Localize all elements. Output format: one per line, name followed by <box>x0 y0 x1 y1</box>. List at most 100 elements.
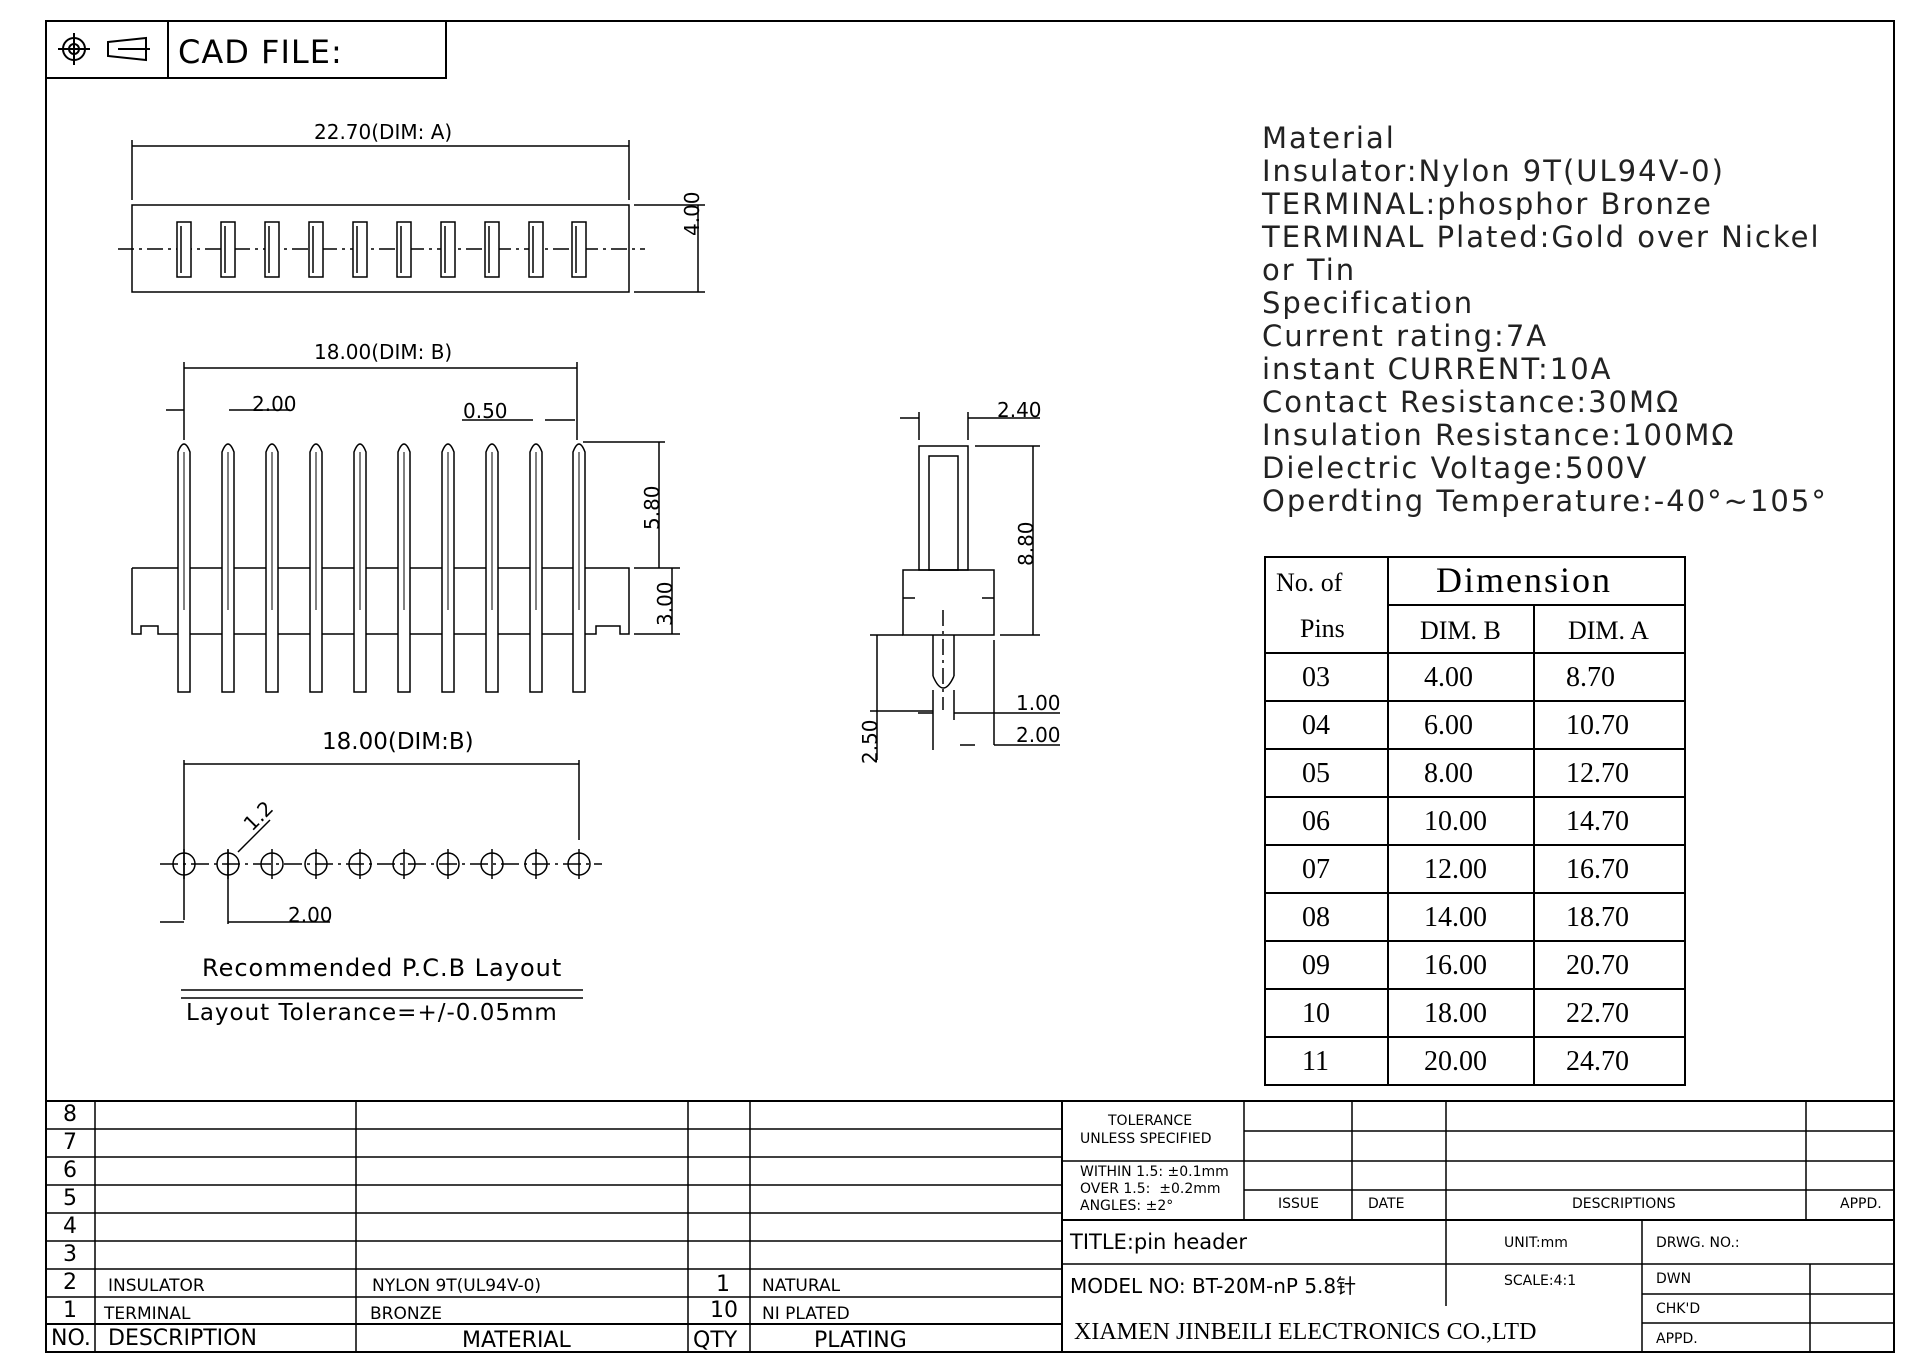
table-cell-dim-a: 20.70 <box>1566 950 1629 981</box>
table-cell-dim-b: 4.00 <box>1424 662 1473 693</box>
pcb-dim-b-label: 18.00(DIM:B) <box>322 729 474 755</box>
top-view-pins <box>176 221 587 278</box>
top-view-pin <box>396 221 412 278</box>
bom-material: BRONZE <box>370 1304 442 1324</box>
note-line: Insulator:Nylon 9T(UL94V-0) <box>1262 154 1725 188</box>
side-height-label: 8.80 <box>1014 521 1038 566</box>
bom-row-number: 8 <box>63 1102 77 1127</box>
note-line: TERMINAL Plated:Gold over Nickel <box>1262 220 1821 254</box>
pin-width-label: 0.50 <box>463 399 508 423</box>
table-cell-dim-b: 12.00 <box>1424 854 1487 885</box>
table-header-pins-1: No. of <box>1276 568 1343 597</box>
bom-desc: TERMINAL <box>104 1304 191 1324</box>
bom-qty: 10 <box>710 1298 738 1323</box>
top-view-pin <box>440 221 456 278</box>
descriptions-header: DESCRIPTIONS <box>1572 1196 1676 1212</box>
side-view <box>870 412 1060 760</box>
note-line: Operdting Temperature:-40°~105° <box>1262 484 1828 518</box>
bom-qty: 1 <box>716 1272 730 1297</box>
note-line: TERMINAL:phosphor Bronze <box>1262 187 1713 221</box>
company-name: XIAMEN JINBEILI ELECTRONICS CO.,LTD <box>1074 1319 1537 1345</box>
note-line: Material <box>1262 121 1396 155</box>
side-pin-label: 1.00 <box>1016 691 1061 715</box>
sheet-border <box>45 20 1895 1353</box>
top-view-pin <box>352 221 368 278</box>
table-cell-dim-a: 8.70 <box>1566 662 1615 693</box>
table-cell-pins: 04 <box>1302 710 1330 741</box>
table-cell-pins: 06 <box>1302 806 1330 837</box>
note-line: Current rating:7A <box>1262 319 1549 353</box>
table-cell-dim-a: 14.70 <box>1566 806 1629 837</box>
body-height-label: 3.00 <box>653 581 677 626</box>
bom-header-no: NO. <box>51 1326 91 1351</box>
note-line: Contact Resistance:30MΩ <box>1262 385 1681 419</box>
chkd-label: CHK'D <box>1656 1301 1701 1317</box>
table-header-dim-a: DIM. A <box>1568 616 1649 645</box>
note-line: Insulation Resistance:100MΩ <box>1262 418 1736 452</box>
table-cell-dim-a: 12.70 <box>1566 758 1629 789</box>
bom-row-number: 1 <box>63 1298 77 1323</box>
side-top-label: 2.40 <box>997 398 1042 422</box>
pin-upper-label: 5.80 <box>640 485 664 530</box>
pcb-layout <box>160 760 602 999</box>
table-cell-pins: 08 <box>1302 902 1330 933</box>
tolerance-title: TOLERANCE <box>1108 1113 1193 1129</box>
note-line: instant CURRENT:10A <box>1262 352 1613 386</box>
model-number: MODEL NO: BT-20M-nP 5.8针 <box>1070 1274 1357 1298</box>
table-cell-dim-b: 8.00 <box>1424 758 1473 789</box>
tolerance-sub: UNLESS SPECIFIED <box>1080 1131 1212 1147</box>
table-cell-pins: 03 <box>1302 662 1330 693</box>
note-line: Dielectric Voltage:500V <box>1262 451 1649 485</box>
table-header-dimension: Dimension <box>1436 560 1612 600</box>
table-cell-dim-a: 18.70 <box>1566 902 1629 933</box>
title-block-grid <box>1062 1101 1894 1352</box>
pcb-holes <box>172 849 591 879</box>
first-angle-projection-icon <box>58 33 150 65</box>
bom-plating: NATURAL <box>762 1276 841 1296</box>
table-cell-pins: 09 <box>1302 950 1330 981</box>
dim-b-label: 18.00(DIM: B) <box>314 340 453 364</box>
bom-material: NYLON 9T(UL94V-0) <box>372 1276 542 1296</box>
bom-row-number: 4 <box>63 1214 77 1239</box>
drawing-title: TITLE:pin header <box>1070 1230 1248 1254</box>
bom-grid <box>46 1100 1894 1352</box>
unit-label: UNIT:mm <box>1504 1235 1568 1251</box>
bom-header-plating: PLATING <box>814 1328 907 1353</box>
table-cell-pins: 10 <box>1302 998 1330 1029</box>
table-cell-dim-b: 14.00 <box>1424 902 1487 933</box>
table-cell-dim-a: 22.70 <box>1566 998 1629 1029</box>
pcb-layout-title: Recommended P.C.B Layout <box>202 954 563 982</box>
front-view <box>131 362 680 635</box>
top-height-label: 4.00 <box>680 191 704 236</box>
table-cell-dim-a: 16.70 <box>1566 854 1629 885</box>
drwg-no-label: DRWG. NO.: <box>1656 1235 1740 1251</box>
dim-a-label: 22.70(DIM: A) <box>314 120 453 144</box>
pcb-layout-tolerance: Layout Tolerance=+/-0.05mm <box>186 1000 558 1026</box>
table-cell-pins: 05 <box>1302 758 1330 789</box>
appd-label: APPD. <box>1656 1331 1698 1347</box>
dimension-table-grid <box>1264 556 1686 1086</box>
note-line: or Tin <box>1262 253 1357 287</box>
bom-row-number: 6 <box>63 1158 77 1183</box>
side-body-label: 2.00 <box>1016 723 1061 747</box>
note-line: Specification <box>1262 286 1475 320</box>
tolerance-over: OVER 1.5: ±0.2mm <box>1080 1181 1221 1197</box>
table-header-dim-b: DIM. B <box>1420 616 1501 645</box>
bom-row-number: 7 <box>63 1130 77 1155</box>
bom-row-number: 3 <box>63 1242 77 1267</box>
dwn-label: DWN <box>1656 1271 1692 1287</box>
table-header-pins-2: Pins <box>1300 614 1345 643</box>
bom-header-description: DESCRIPTION <box>108 1326 257 1351</box>
appd-header: APPD. <box>1840 1196 1882 1212</box>
bom-plating: NI PLATED <box>762 1304 850 1324</box>
table-cell-pins: 07 <box>1302 854 1330 885</box>
top-view <box>118 140 705 293</box>
pitch-label: 2.00 <box>252 392 297 416</box>
bom-header-material: MATERIAL <box>462 1328 571 1353</box>
top-view-pin <box>220 221 236 278</box>
table-cell-dim-b: 18.00 <box>1424 998 1487 1029</box>
bom-desc: INSULATOR <box>108 1276 205 1296</box>
front-view-pins <box>177 443 586 693</box>
table-cell-dim-b: 20.00 <box>1424 1046 1487 1077</box>
